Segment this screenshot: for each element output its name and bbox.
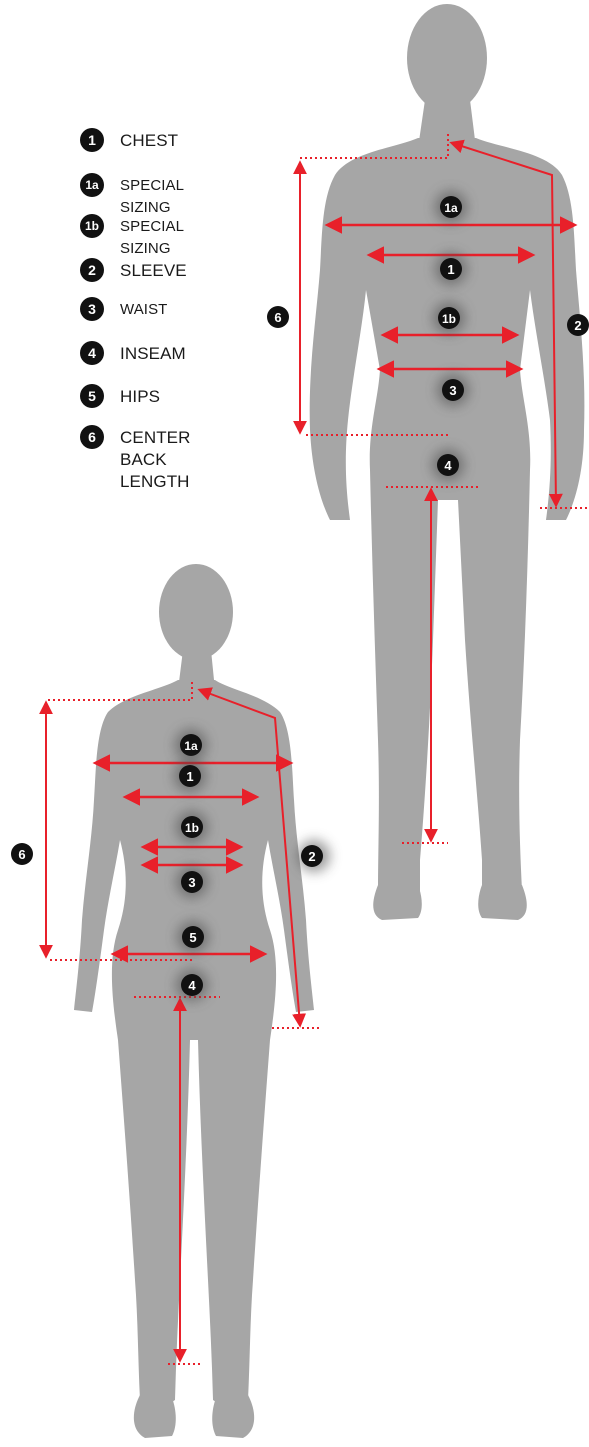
- legend-item-hips: 5 HIPS: [80, 386, 160, 408]
- male-marker-3: 3: [437, 374, 469, 406]
- legend-marker: 3: [80, 297, 104, 321]
- male-marker-6: 6: [267, 306, 289, 328]
- svg-text:2: 2: [308, 849, 315, 864]
- legend-marker: 1: [80, 128, 104, 152]
- legend-marker: 5: [80, 384, 104, 408]
- female-marker-3: 3: [176, 866, 208, 898]
- female-marker-4: 4: [176, 969, 208, 1001]
- legend-marker: 1a: [80, 173, 104, 197]
- female-marker-2: 2: [298, 840, 330, 872]
- svg-text:1a: 1a: [444, 201, 458, 215]
- svg-text:1: 1: [447, 262, 454, 277]
- svg-text:4: 4: [188, 978, 196, 993]
- legend-marker: 1b: [80, 214, 104, 238]
- svg-text:3: 3: [188, 875, 195, 890]
- svg-text:4: 4: [444, 458, 452, 473]
- svg-text:5: 5: [189, 930, 196, 945]
- female-marker-1: 1: [174, 760, 206, 792]
- svg-text:1b: 1b: [185, 821, 199, 835]
- male-marker-1: 1: [435, 253, 467, 285]
- legend-item-special-sizing-b: 1b SPECIAL SIZING: [80, 216, 184, 260]
- svg-text:1a: 1a: [184, 739, 198, 753]
- legend-item-chest: 1 CHEST: [80, 130, 178, 152]
- female-marker-5: 5: [177, 921, 209, 953]
- legend-item-center-back-length: 6 CENTER BACK LENGTH: [80, 427, 191, 493]
- legend-label: CENTER BACK LENGTH: [120, 427, 191, 493]
- legend-item-waist: 3 WAIST: [80, 299, 167, 321]
- male-marker-4: 4: [432, 449, 464, 481]
- legend-label: SLEEVE: [120, 260, 187, 282]
- svg-text:1b: 1b: [442, 312, 456, 326]
- legend-item-inseam: 4 INSEAM: [80, 343, 186, 365]
- female-marker-1b: 1b: [176, 811, 208, 843]
- male-marker-1a: 1a: [435, 191, 467, 223]
- legend-label: SPECIAL SIZING: [120, 175, 184, 219]
- female-silhouette: [74, 564, 314, 1438]
- male-marker-1b: 1b: [433, 302, 465, 334]
- legend-label: CHEST: [120, 130, 178, 152]
- svg-text:1: 1: [186, 769, 193, 784]
- svg-text:6: 6: [18, 847, 25, 862]
- legend-label: SPECIAL SIZING: [120, 216, 184, 260]
- legend-marker: 2: [80, 258, 104, 282]
- legend-item-special-sizing-a: 1a SPECIAL SIZING: [80, 175, 184, 219]
- legend-label: HIPS: [120, 386, 160, 408]
- legend-marker: 4: [80, 341, 104, 365]
- female-marker-1a: 1a: [175, 729, 207, 761]
- legend-marker: 6: [80, 425, 104, 449]
- svg-text:2: 2: [574, 318, 581, 333]
- legend-label: WAIST: [120, 299, 167, 321]
- svg-text:3: 3: [449, 383, 456, 398]
- male-marker-2: 2: [567, 314, 589, 336]
- svg-text:6: 6: [274, 310, 281, 325]
- female-marker-6: 6: [11, 843, 33, 865]
- legend-label: INSEAM: [120, 343, 186, 365]
- legend-item-sleeve: 2 SLEEVE: [80, 260, 187, 282]
